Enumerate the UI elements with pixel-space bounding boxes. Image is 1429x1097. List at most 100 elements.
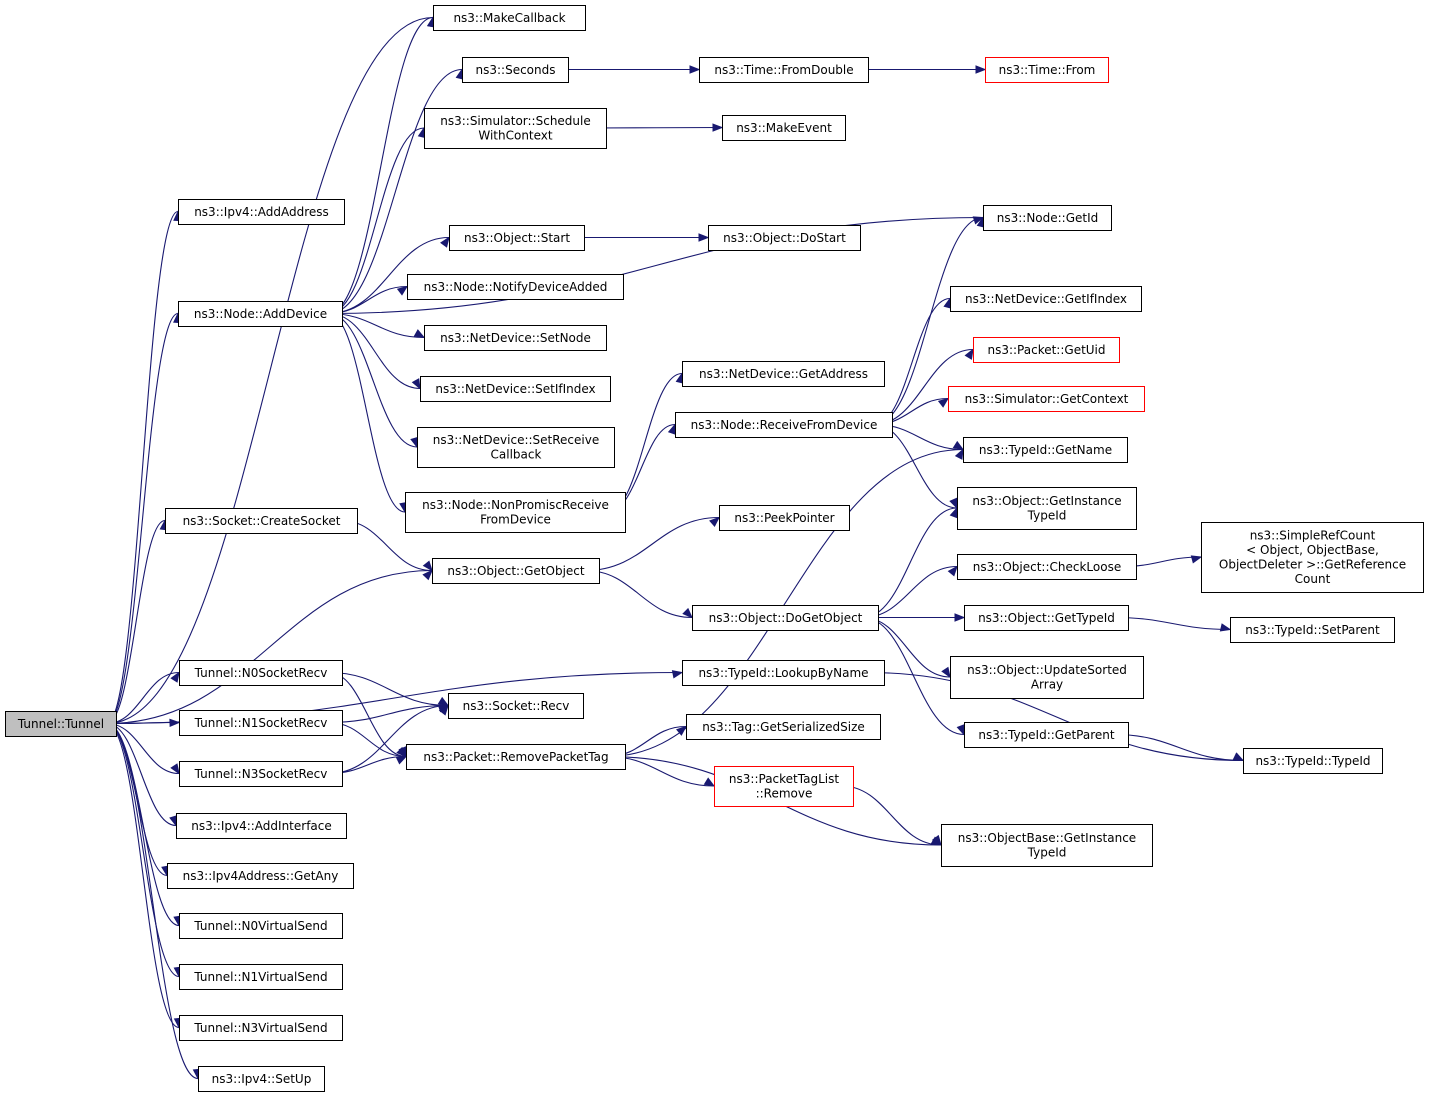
- node-socket-createsocket[interactable]: ns3::Socket::CreateSocket: [165, 508, 358, 534]
- node-label: ns3::Node::NotifyDeviceAdded: [424, 280, 608, 294]
- node-time-fromdouble[interactable]: ns3::Time::FromDouble: [699, 57, 869, 83]
- node-box: [963, 437, 1128, 463]
- node-box: [178, 199, 345, 225]
- node-label: ns3::Object::GetTypeId: [978, 611, 1115, 625]
- node-simplerefcount-getreferencecount[interactable]: ns3::SimpleRefCount< Object, ObjectBase,…: [1201, 522, 1424, 593]
- node-object-checkloose[interactable]: ns3::Object::CheckLoose: [957, 554, 1137, 580]
- node-object-dogetobject[interactable]: ns3::Object::DoGetObject: [692, 605, 879, 631]
- node-peekpointer[interactable]: ns3::PeekPointer: [719, 505, 850, 531]
- node-packet-removepackettag[interactable]: ns3::Packet::RemovePacketTag: [406, 744, 626, 770]
- arrowhead-icon: [395, 755, 408, 765]
- node-label: ns3::Tag::GetSerializedSize: [702, 720, 865, 734]
- node-tunnel-n1socketrecv[interactable]: Tunnel::N1SocketRecv: [179, 710, 343, 736]
- node-label: ns3::Node::GetId: [997, 211, 1099, 225]
- node-label: ::Remove: [756, 787, 813, 801]
- node-tag-getserializedsize[interactable]: ns3::Tag::GetSerializedSize: [686, 714, 881, 740]
- function-nodes: Tunnel::Tunnelns3::Ipv4::AddAddressns3::…: [5, 5, 1424, 1092]
- node-box: [719, 505, 850, 531]
- node-typeid-getname[interactable]: ns3::TypeId::GetName: [963, 437, 1128, 463]
- node-typeid-setparent[interactable]: ns3::TypeId::SetParent: [1230, 617, 1395, 643]
- node-label: ns3::SimpleRefCount: [1250, 529, 1376, 543]
- node-netdevice-setnode[interactable]: ns3::NetDevice::SetNode: [424, 325, 607, 351]
- node-makecallback[interactable]: ns3::MakeCallback: [433, 5, 586, 31]
- node-ipv4-addinterface[interactable]: ns3::Ipv4::AddInterface: [176, 813, 347, 839]
- node-box: [682, 660, 885, 686]
- node-box: [179, 710, 343, 736]
- node-label: ns3::Object::CheckLoose: [973, 560, 1121, 574]
- node-packet-getuid[interactable]: ns3::Packet::GetUid: [973, 337, 1120, 363]
- node-ipv4-addaddress[interactable]: ns3::Ipv4::AddAddress: [178, 199, 345, 225]
- node-box: [179, 1015, 343, 1041]
- node-label: ns3::TypeId::TypeId: [1255, 754, 1370, 768]
- node-box: [420, 376, 611, 402]
- node-tunnel-n3virtualsend[interactable]: Tunnel::N3VirtualSend: [179, 1015, 343, 1041]
- node-netdevice-getaddress[interactable]: ns3::NetDevice::GetAddress: [682, 361, 885, 387]
- node-tunnel-n3socketrecv[interactable]: Tunnel::N3SocketRecv: [179, 761, 343, 787]
- edge-tunnel_tunnel-to-ipv4_addaddress: [106, 210, 182, 725]
- node-netdevice-setifindex[interactable]: ns3::NetDevice::SetIfIndex: [420, 376, 611, 402]
- node-object-start[interactable]: ns3::Object::Start: [449, 225, 585, 251]
- node-label: FromDevice: [480, 513, 551, 527]
- node-typeid-typeid[interactable]: ns3::TypeId::TypeId: [1243, 748, 1383, 774]
- node-box: [692, 605, 879, 631]
- node-label: ns3::Object::UpdateSorted: [967, 663, 1127, 677]
- node-tunnel-tunnel: Tunnel::Tunnel: [5, 711, 117, 737]
- node-box: [165, 508, 358, 534]
- arrowhead-icon: [709, 516, 721, 527]
- edge-node_adddevice-to-netdevice_setreceivecallback: [328, 312, 419, 449]
- arrowhead-icon: [712, 123, 724, 132]
- node-label: ns3::MakeEvent: [736, 121, 832, 135]
- node-node-notifydeviceadded[interactable]: ns3::Node::NotifyDeviceAdded: [407, 274, 624, 300]
- node-tunnel-n0socketrecv[interactable]: Tunnel::N0SocketRecv: [179, 660, 343, 686]
- node-simulator-getcontext[interactable]: ns3::Simulator::GetContext: [948, 386, 1145, 412]
- node-box: [957, 554, 1137, 580]
- node-box: [417, 427, 615, 468]
- node-makeevent[interactable]: ns3::MakeEvent: [722, 115, 846, 141]
- node-object-getobject[interactable]: ns3::Object::GetObject: [432, 558, 600, 584]
- node-label: ns3::NetDevice::SetReceive: [433, 433, 599, 447]
- node-object-gettypeid[interactable]: ns3::Object::GetTypeId: [964, 605, 1129, 631]
- edge-node_adddevice-to-makecallback: [328, 16, 436, 315]
- node-node-getid[interactable]: ns3::Node::GetId: [983, 205, 1112, 231]
- node-label: ns3::Object::GetObject: [447, 564, 585, 578]
- node-label: TypeId: [1027, 846, 1067, 860]
- node-typeid-getparent[interactable]: ns3::TypeId::GetParent: [964, 722, 1129, 748]
- node-time-from[interactable]: ns3::Time::From: [985, 57, 1109, 83]
- node-box: [682, 361, 885, 387]
- edge-packettaglist_remove-to-objectbase_getinstancetypeid: [841, 785, 942, 847]
- node-ipv4-setup[interactable]: ns3::Ipv4::SetUp: [198, 1066, 325, 1092]
- edge-typeid_getparent-to-typeid_typeid: [1114, 733, 1245, 762]
- node-box: [449, 225, 585, 251]
- node-box: [406, 744, 626, 770]
- edge-typeid_lookupbyname-to-typeid_typeid: [867, 671, 1245, 762]
- node-label: ns3::Seconds: [476, 63, 556, 77]
- node-typeid-lookupbyname[interactable]: ns3::TypeId::LookupByName: [682, 660, 885, 686]
- node-label: ns3::Socket::CreateSocket: [183, 514, 341, 528]
- edge-seconds-to-time_fromdouble: [559, 65, 701, 74]
- node-socket-recv[interactable]: ns3::Socket::Recv: [448, 693, 584, 719]
- node-label: Tunnel::Tunnel: [17, 717, 104, 731]
- node-seconds[interactable]: ns3::Seconds: [462, 57, 569, 83]
- node-node-receivefromdevice[interactable]: ns3::Node::ReceiveFromDevice: [675, 412, 893, 438]
- node-tunnel-n1virtualsend[interactable]: Tunnel::N1VirtualSend: [179, 964, 343, 990]
- node-node-adddevice[interactable]: ns3::Node::AddDevice: [178, 301, 343, 327]
- edge-simulator_schedulewithcontext-to-makeevent: [591, 123, 724, 132]
- arrowhead-icon: [964, 348, 974, 360]
- arrowhead-icon: [952, 440, 965, 451]
- edge-node_receivefromdevice-to-netdevice_getifindex: [874, 297, 952, 426]
- node-tunnel-n0virtualsend[interactable]: Tunnel::N0VirtualSend: [179, 913, 343, 939]
- node-ipv4address-getany[interactable]: ns3::Ipv4Address::GetAny: [167, 863, 354, 889]
- node-packettaglist-remove[interactable]: ns3::PacketTagList::Remove: [714, 766, 854, 807]
- node-netdevice-getifindex[interactable]: ns3::NetDevice::GetIfIndex: [950, 286, 1142, 312]
- node-label: ns3::Node::NonPromiscReceive: [422, 498, 609, 512]
- node-box: [983, 205, 1112, 231]
- node-object-dostart[interactable]: ns3::Object::DoStart: [708, 225, 861, 251]
- node-label: Callback: [491, 448, 542, 462]
